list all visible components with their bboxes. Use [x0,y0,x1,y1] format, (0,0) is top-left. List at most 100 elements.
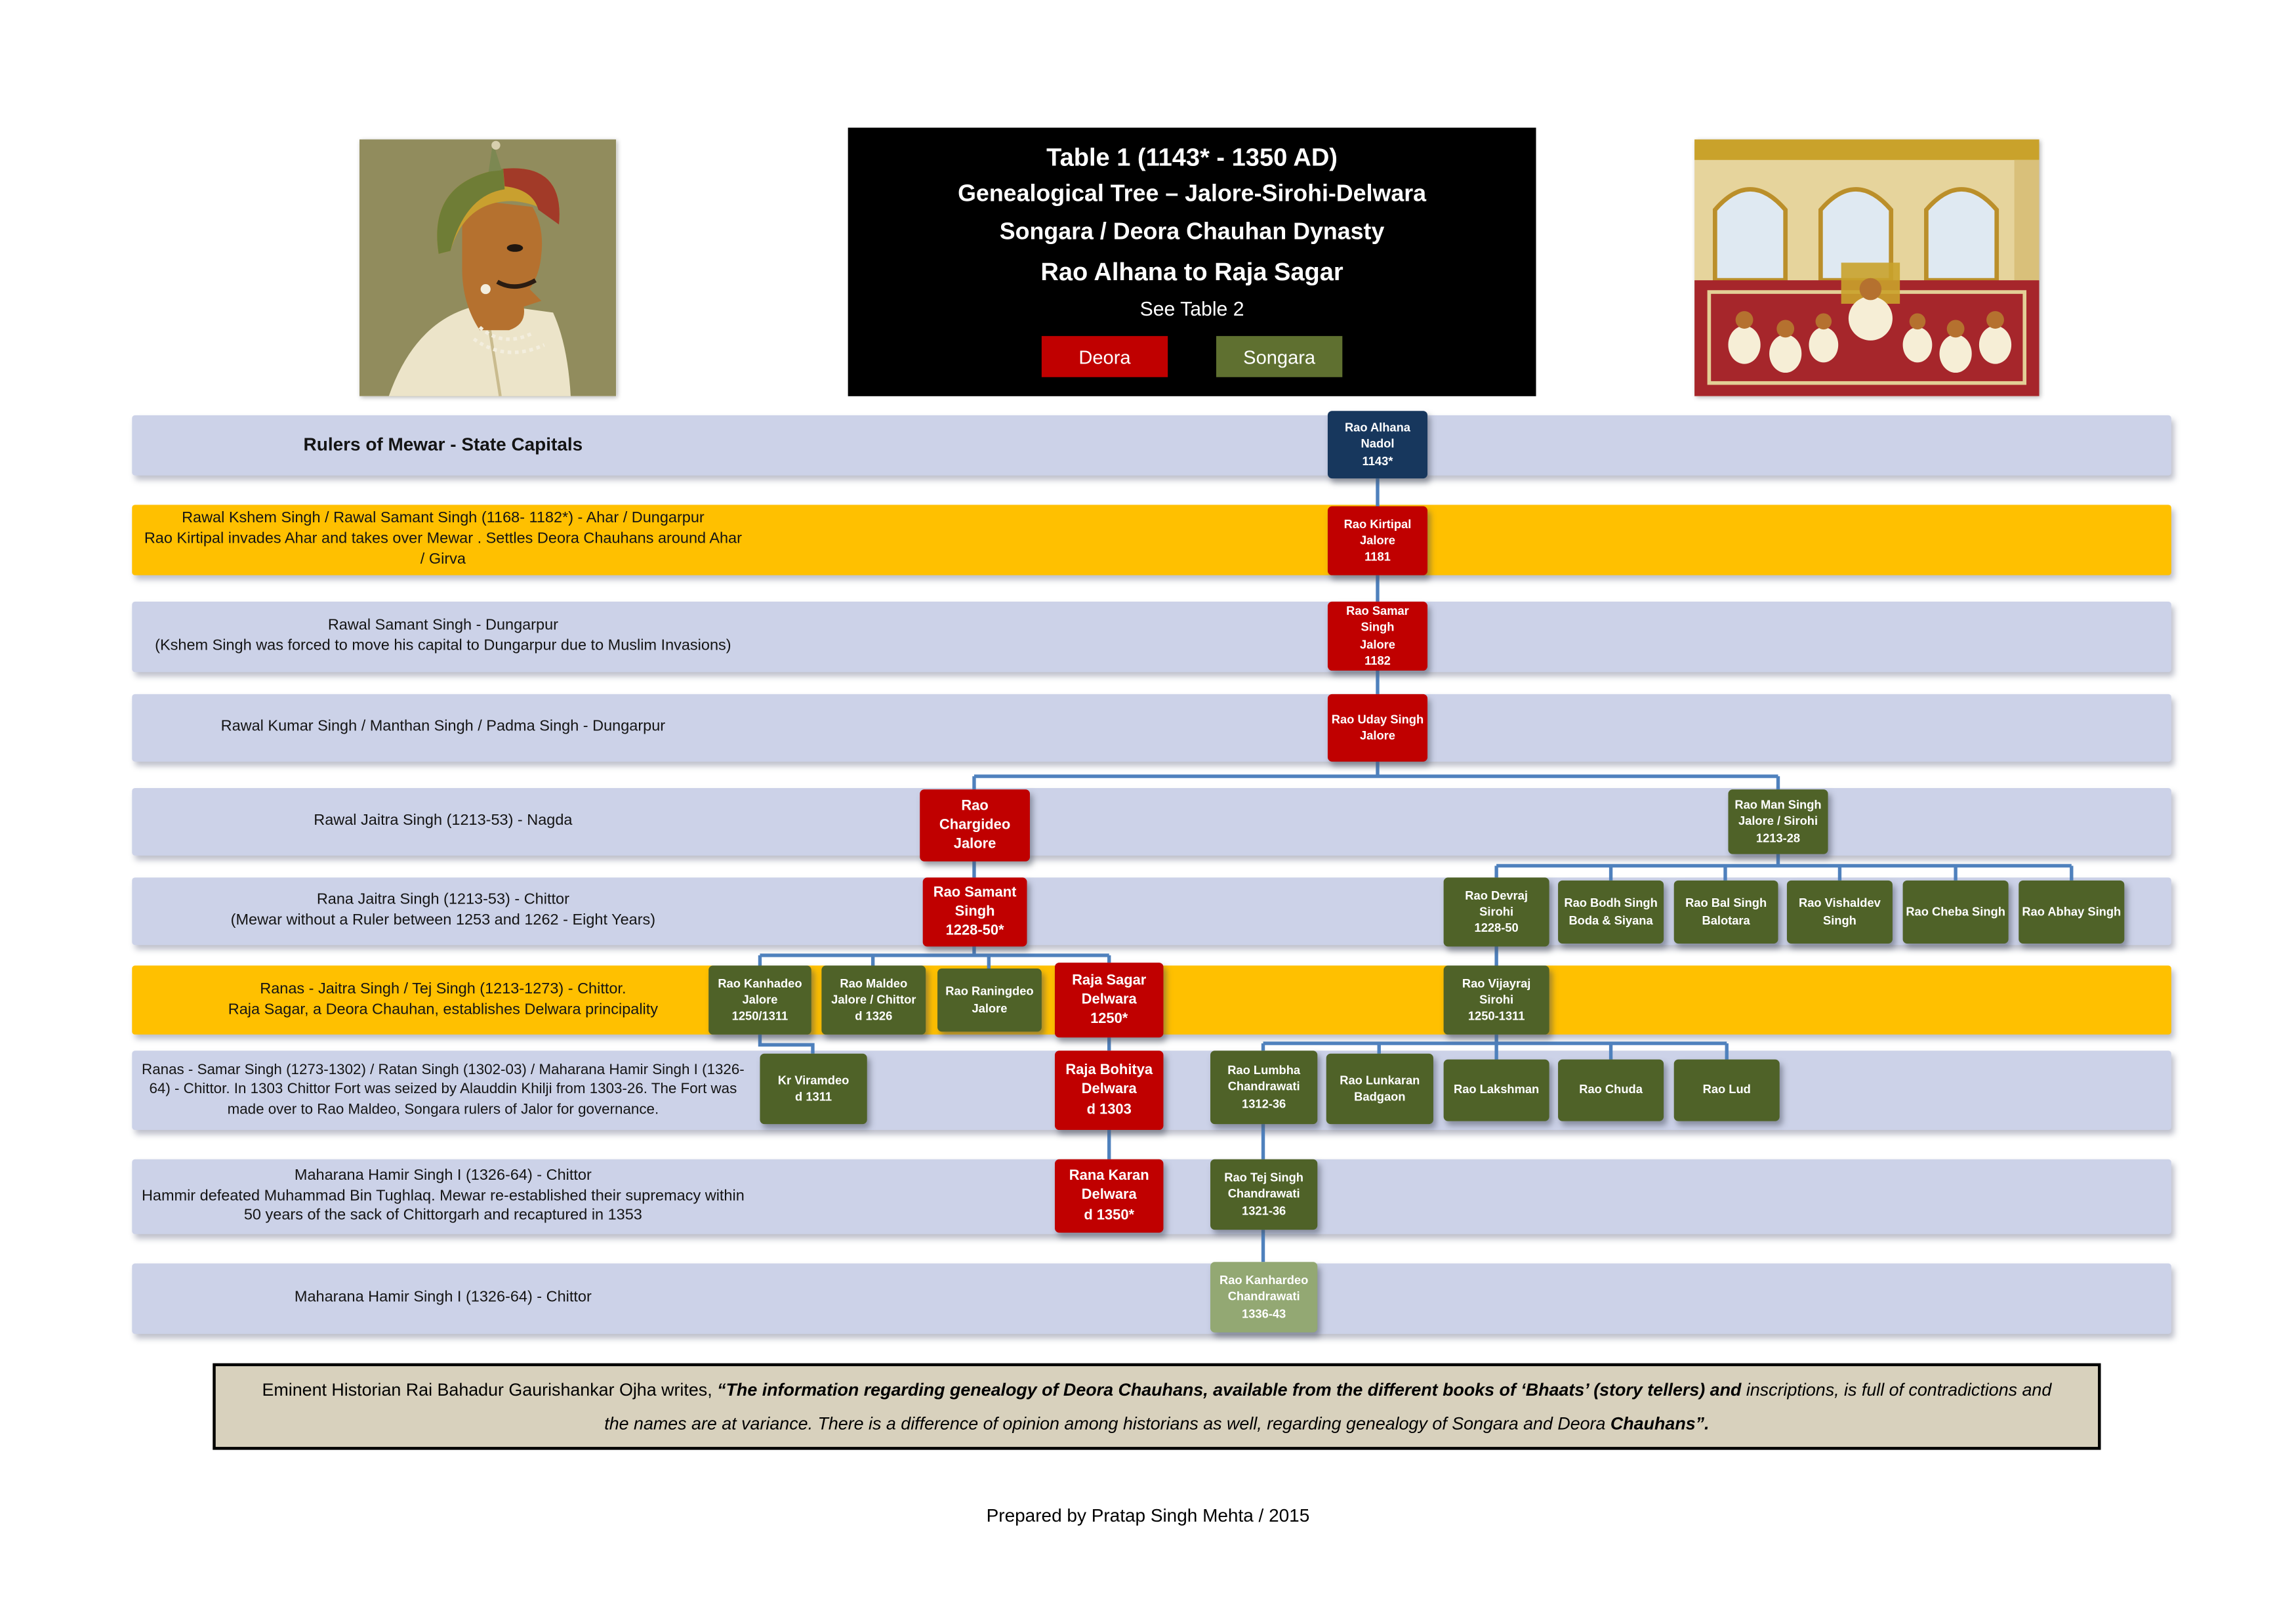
node-line: Nadol [1361,438,1395,451]
node-rao-lakshman: Rao Lakshman [1443,1059,1549,1121]
node-line: Rao Abhay Singh [2022,905,2122,919]
node-line: 1321-36 [1242,1204,1286,1218]
band-samant-dungarpur: Rawal Samant Singh - Dungarpur (Kshem Si… [132,601,2171,673]
node-line: Rao Raningdeo [945,985,1034,999]
row-label: Ranas - Jaitra Singh / Tej Singh (1213-1… [141,966,745,1035]
chart-subtitle-3: Rao Alhana to Raja Sagar [1040,258,1343,287]
node-line: Jalore [1360,533,1395,548]
node-line: Delwara [1081,1082,1137,1098]
node-line: d 1350* [1084,1207,1135,1224]
note-quote-bold-2: Chauhans”. [1610,1412,1710,1433]
prepared-by-credit: Prepared by Pratap Singh Mehta / 2015 [986,1505,1310,1526]
node-line: Rao Man Singh [1734,799,1822,812]
node-line: Rao Lunkaran [1340,1073,1420,1088]
row-text: Rulers of Mewar - State Capitals [303,434,583,455]
note-quote-bold-1: “The information regarding genealogy of … [717,1379,1746,1401]
row-text: Hammir defeated Muhammad Bin Tughlaq. Me… [141,1186,745,1225]
chart-subtitle-1: Genealogical Tree – Jalore-Sirohi-Delwar… [958,182,1427,207]
title-panel: Table 1 (1143* - 1350 AD) Genealogical T… [848,127,1536,396]
row-text: Rawal Samant Singh - Dungarpur [327,616,558,635]
node-line: Jalore [953,836,996,853]
node-line: Rao Samant [933,884,1017,901]
node-line: Rao Samar Singh [1346,605,1409,635]
node-line: Rana Karan [1069,1168,1149,1185]
node-line: Boda & Siyana [1568,913,1653,927]
row-label: Rawal Samant Singh - Dungarpur (Kshem Si… [141,602,745,672]
node-line: Jalore / Sirohi [1738,815,1818,829]
node-rao-cheba-singh: Rao Cheba Singh [1902,880,2009,944]
node-line: Badgaon [1354,1090,1406,1104]
node-line: Kr Viramdeo [777,1073,850,1088]
node-line: Rao Tej Singh [1224,1171,1304,1185]
row-text: Maharana Hamir Singh I (1326-64) - Chitt… [294,1288,592,1306]
row-text: (Mewar without a Ruler between 1253 and … [230,911,656,929]
node-line: 1228-50* [945,923,1004,940]
node-line: 1181 [1364,550,1391,564]
node-line: d 1303 [1086,1101,1132,1118]
node-line: Rao Kanhardeo [1219,1274,1309,1288]
node-line: 1143* [1362,454,1393,468]
node-line: Rao Kirtipal [1343,518,1412,531]
node-line: 1213-28 [1755,831,1801,845]
row-label: Rulers of Mewar - State Capitals [141,415,745,476]
node-line: Rao Kanhadeo [718,977,802,991]
row-text: (Kshem Singh was forced to move his capi… [155,636,731,655]
node-line: Singh [1823,913,1856,927]
node-line: Rao Alhana [1344,421,1411,435]
node-line: Jalore [742,993,778,1007]
band-kshem-samant: Rawal Kshem Singh / Rawal Samant Singh (… [132,505,2171,575]
row-text: Rawal Kumar Singh / Manthan Singh / Padm… [220,717,666,736]
row-text: Raja Sagar, a Deora Chauhan, establishes… [228,1000,659,1018]
row-label: Rawal Kumar Singh / Manthan Singh / Padm… [141,694,745,762]
node-line: Jalore [972,1001,1008,1015]
legend: Deora Songara [848,336,1536,377]
node-line: Rao Bodh Singh [1564,897,1658,911]
node-line: Chargideo [939,817,1011,834]
node-line: Rao Lumbha [1227,1064,1301,1078]
chart-title: Table 1 (1143* - 1350 AD) [1046,144,1338,172]
node-line: Rao Vijayraj [1462,977,1531,991]
band-kumar-singh: Rawal Kumar Singh / Manthan Singh / Padm… [132,694,2171,762]
note-quote-italic: inscriptions, is full of contradictions … [604,1379,2052,1433]
band-rulers-heading: Rulers of Mewar - State Capitals [132,415,2171,476]
node-line: Balotara [1702,913,1750,927]
note-text: Eminent Historian Rai Bahadur Gaurishank… [260,1374,2054,1439]
row-text: Maharana Hamir Singh I (1326-64) - Chitt… [294,1166,592,1184]
row-text: Ranas - Samar Singh (1273-1302) / Ratan … [142,1062,745,1118]
row-label: Maharana Hamir Singh I (1326-64) - Chitt… [141,1264,745,1334]
row-text: Rawal Kshem Singh / Rawal Samant Singh (… [182,509,705,528]
node-line: Rao Uday Singh [1331,713,1424,726]
node-line: Rao [961,797,989,814]
see-table-2-label: See Table 2 [1139,297,1244,320]
node-line: 1312-36 [1242,1096,1286,1110]
node-line: Jalore [1360,729,1395,743]
node-rao-lud: Rao Lud [1673,1059,1780,1121]
court-scene-image [1694,139,2040,396]
node-line: Jalore [1360,637,1395,651]
portrait-graphic [359,139,617,396]
row-label: Rawal Kshem Singh / Rawal Samant Singh (… [141,505,745,575]
node-line: Chandrawati [1227,1081,1300,1094]
node-line: 1228-50 [1474,921,1519,935]
historian-note: Eminent Historian Rai Bahadur Gaurishank… [213,1363,2101,1450]
node-line: Rao Chuda [1579,1083,1643,1097]
node-line: Sirohi [1479,905,1514,919]
node-line: Rao Vishaldev [1799,897,1881,911]
